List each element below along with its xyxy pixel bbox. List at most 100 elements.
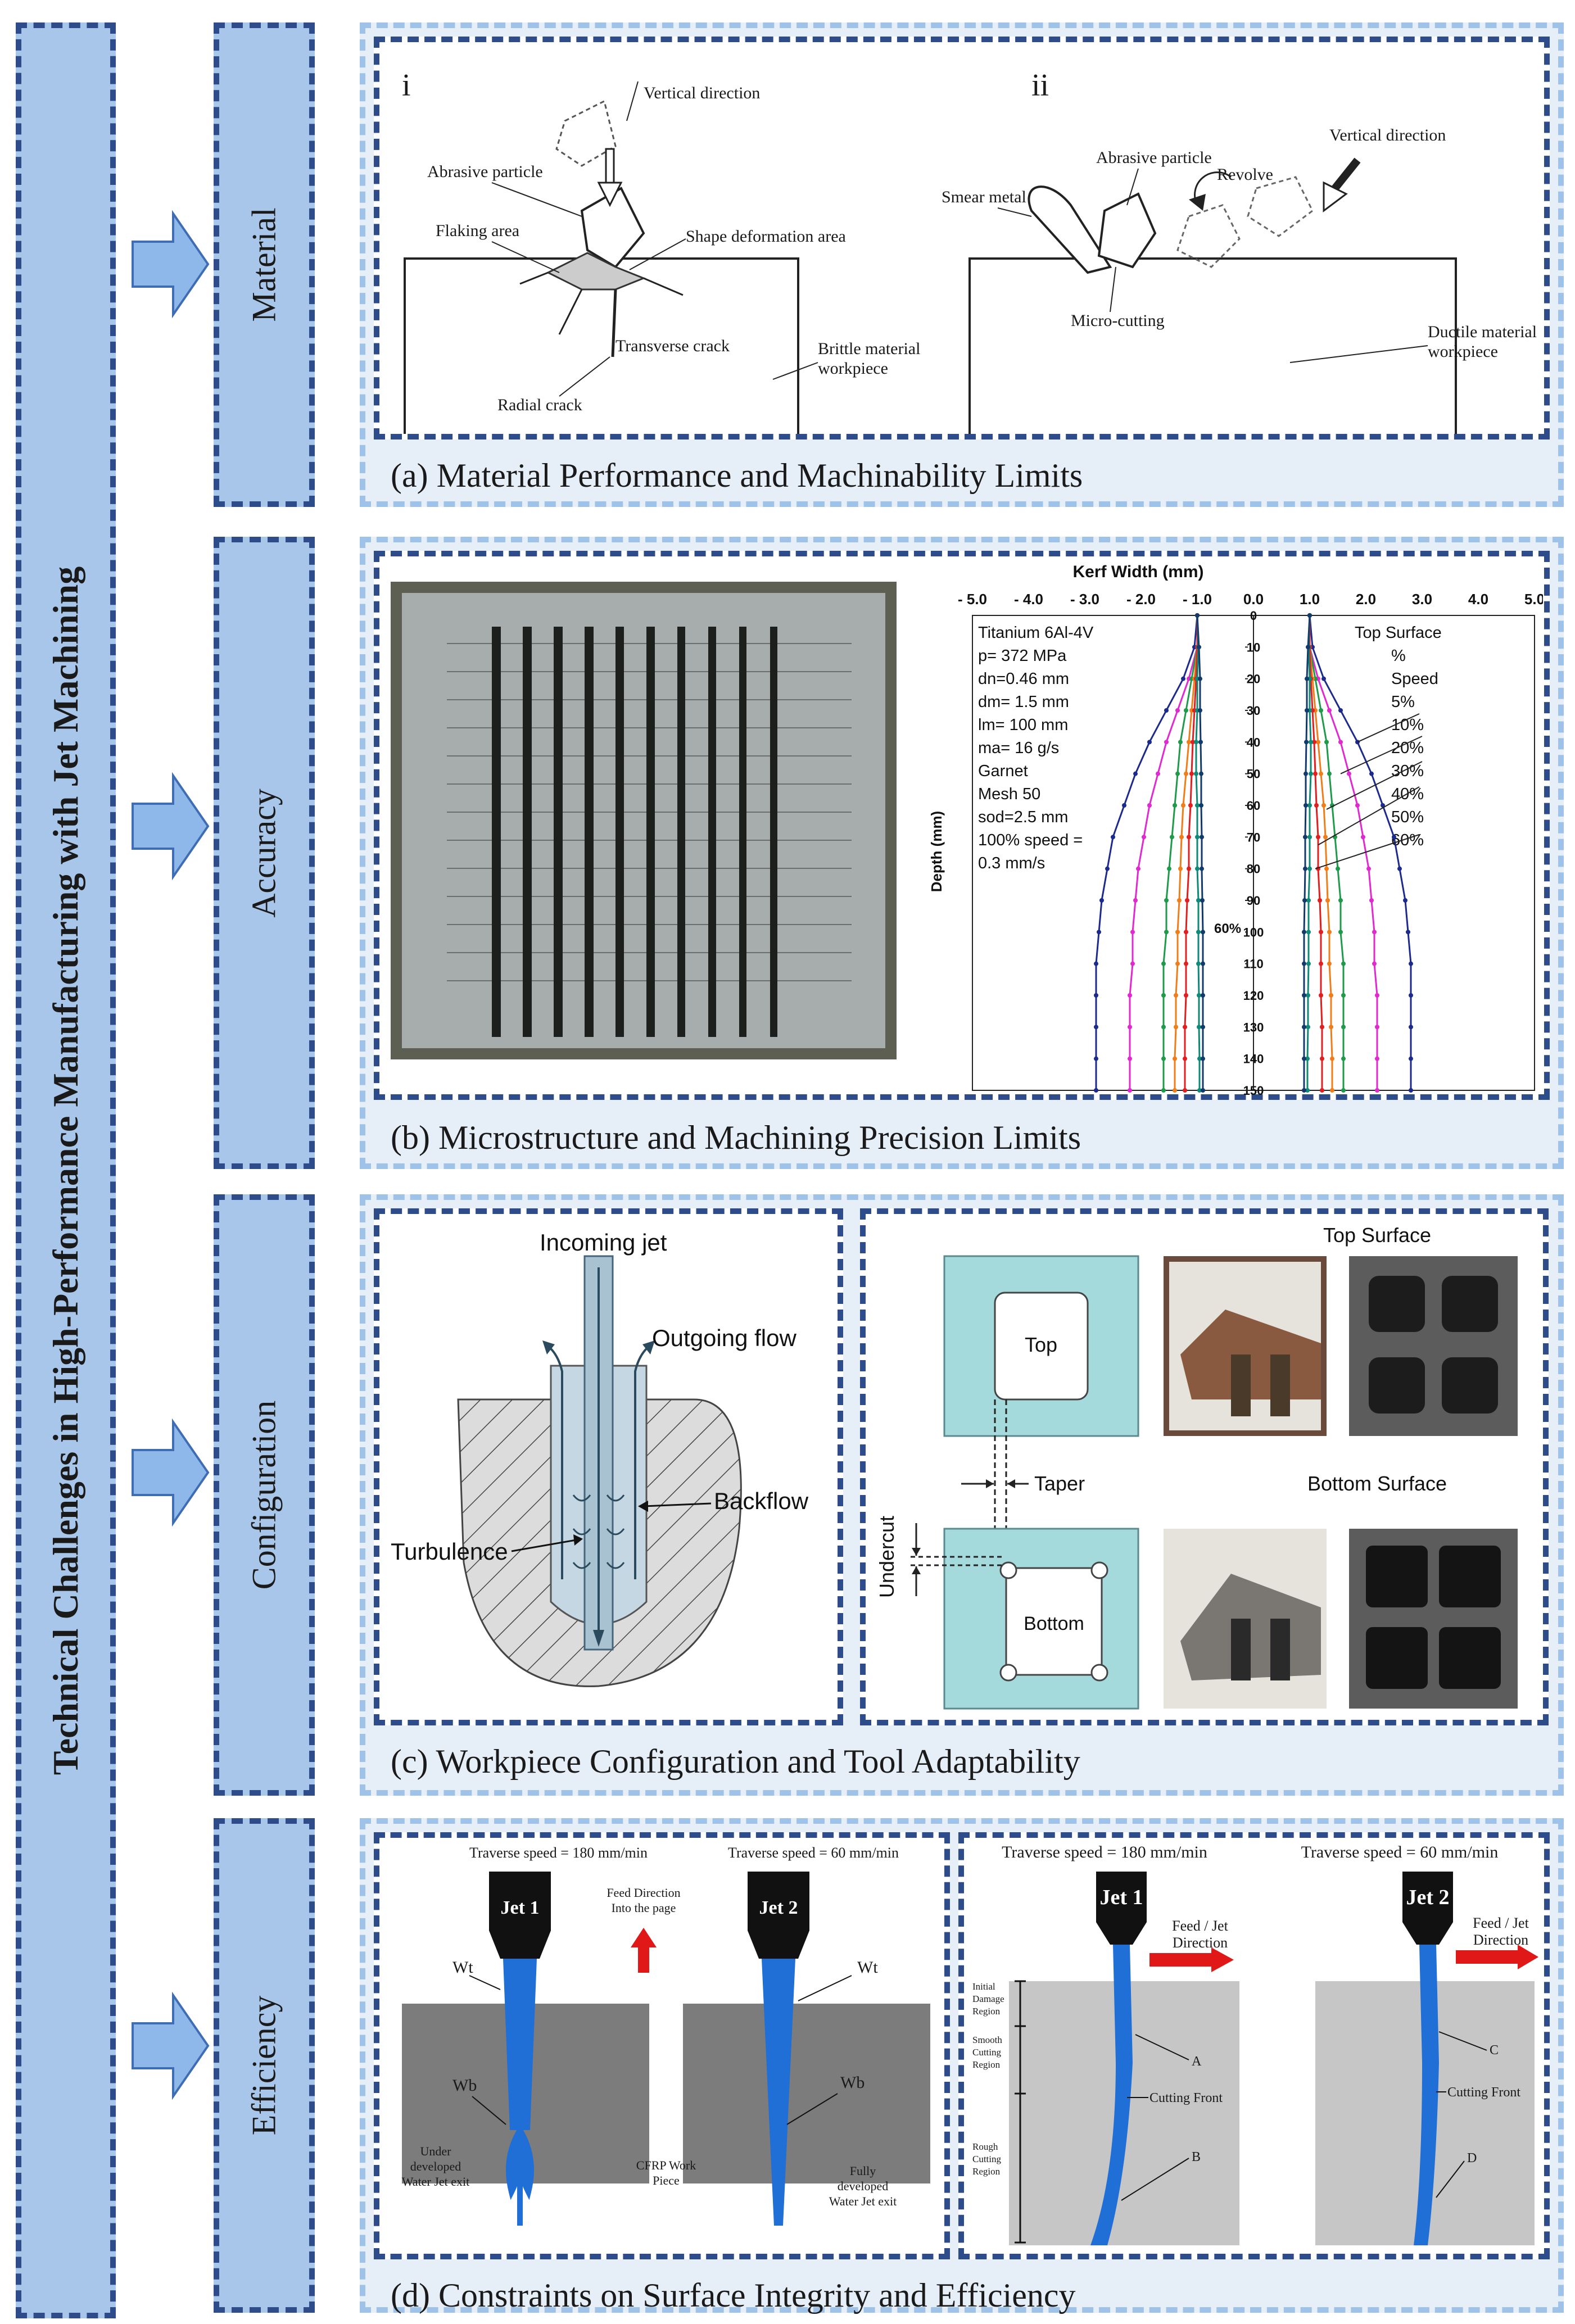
right-jet1-label: Jet 1 <box>1099 1886 1143 1909</box>
data-point <box>1178 740 1183 745</box>
data-point <box>1200 835 1204 840</box>
panel-d: Traverse speed = 180 mm/min Traverse spe… <box>360 1818 1564 2314</box>
data-point <box>1338 740 1343 745</box>
category-material: Material <box>214 22 315 507</box>
cfrp-block-2 <box>683 2004 930 2183</box>
category-label: Accuracy <box>245 788 283 918</box>
data-point <box>1147 803 1152 808</box>
data-point <box>1309 740 1313 745</box>
fully-line-2: developed <box>838 2179 888 2193</box>
data-point <box>1302 930 1306 935</box>
label-brittle-workpiece: workpiece <box>818 359 888 378</box>
point-a: A <box>1192 2054 1202 2069</box>
series-line-left <box>1184 615 1198 1090</box>
data-point <box>1303 866 1307 871</box>
data-point <box>1372 930 1377 935</box>
data-point <box>1409 1025 1413 1030</box>
data-point <box>1183 1088 1187 1093</box>
data-point <box>1130 930 1135 935</box>
under-line-2: developed <box>410 2159 461 2173</box>
data-point <box>1177 898 1182 903</box>
data-point <box>1183 1025 1187 1030</box>
data-point <box>1181 676 1185 681</box>
left-wt-2: Wt <box>857 1958 878 1977</box>
data-point <box>1324 866 1329 871</box>
label-turbulence: Turbulence <box>391 1538 508 1565</box>
series-line-right <box>1309 615 1412 1090</box>
data-point <box>1327 771 1332 776</box>
data-point <box>1306 930 1311 935</box>
data-point <box>1319 961 1323 966</box>
point-b: B <box>1192 2150 1201 2164</box>
data-point <box>1355 740 1360 745</box>
data-point <box>1321 803 1326 808</box>
data-point <box>1341 1056 1346 1061</box>
data-point <box>1197 1056 1202 1061</box>
label-top-surface: Top Surface <box>1323 1224 1431 1247</box>
right-speed-1: Traverse speed = 180 mm/min <box>1002 1843 1207 1861</box>
x-tick-label: 0.0 <box>1243 591 1264 608</box>
data-point <box>1409 1088 1413 1093</box>
parameter-line: dn=0.46 mm <box>978 670 1069 688</box>
series-line-right <box>1306 615 1312 1090</box>
data-point <box>1329 1025 1333 1030</box>
y-tick-label: 20 <box>1247 672 1260 686</box>
panel-a-figure: i Vertical direction Abrasive particle F… <box>374 37 1550 440</box>
legend-header-line: Top Surface <box>1355 624 1442 642</box>
right-jet2-nozzle-icon <box>1402 1872 1453 1945</box>
jet1-nozzle-icon <box>489 1872 551 1959</box>
data-point <box>1094 1056 1098 1061</box>
data-point <box>1175 961 1180 966</box>
data-point <box>1372 961 1377 966</box>
panel-a: i Vertical direction Abrasive particle F… <box>360 22 1564 507</box>
data-point <box>1161 993 1166 998</box>
parameter-line: Garnet <box>978 762 1028 780</box>
data-point <box>1189 771 1194 776</box>
data-point <box>1181 803 1185 808</box>
parameter-line: lm= 100 mm <box>978 716 1068 734</box>
data-point <box>1306 645 1310 650</box>
data-point <box>1136 866 1140 871</box>
series-line-left <box>1174 615 1198 1090</box>
fully-line-3: Water Jet exit <box>829 2194 897 2208</box>
legend-pointer <box>1315 834 1420 869</box>
data-point <box>1130 961 1135 966</box>
data-point <box>1341 1025 1346 1030</box>
data-point <box>1191 740 1195 745</box>
data-point <box>1184 993 1188 998</box>
panel-d-jet-exit: Traverse speed = 180 mm/min Traverse spe… <box>374 1832 950 2259</box>
label-flaking-area: Flaking area <box>436 221 519 240</box>
data-point <box>1320 1056 1324 1061</box>
x-tick-label: 3.0 <box>1412 591 1432 608</box>
category-accuracy: Accuracy <box>214 537 315 1169</box>
data-point <box>1325 898 1330 903</box>
data-point <box>1302 1025 1306 1030</box>
data-point <box>1197 645 1201 650</box>
ductile-workpiece <box>968 257 1457 440</box>
data-point <box>1097 930 1101 935</box>
data-point <box>1397 866 1402 871</box>
roman-ii: ii <box>1031 68 1049 103</box>
series-line-left <box>1196 615 1204 1090</box>
data-point <box>1170 835 1174 840</box>
parameter-line: Mesh 50 <box>978 785 1040 803</box>
x-tick-label: - 5.0 <box>958 591 987 608</box>
series-line-right <box>1303 615 1311 1090</box>
label-backflow: Backflow <box>714 1488 809 1514</box>
data-point <box>1183 1056 1187 1061</box>
label-top: Top <box>1025 1333 1057 1356</box>
feed-direction-2: Into the page <box>612 1901 676 1915</box>
series-line-right <box>1309 615 1323 1090</box>
data-point <box>1187 740 1191 745</box>
data-point <box>1307 835 1312 840</box>
panel-d-cutting-front: Traverse speed = 180 mm/min Traverse spe… <box>958 1832 1550 2259</box>
label-bottom-surface: Bottom Surface <box>1307 1472 1447 1495</box>
data-point <box>1369 898 1374 903</box>
data-point <box>1307 803 1312 808</box>
data-point <box>1336 866 1340 871</box>
data-point <box>1302 898 1307 903</box>
data-point <box>1316 835 1320 840</box>
data-point <box>1306 1025 1310 1030</box>
data-point <box>1375 993 1379 998</box>
